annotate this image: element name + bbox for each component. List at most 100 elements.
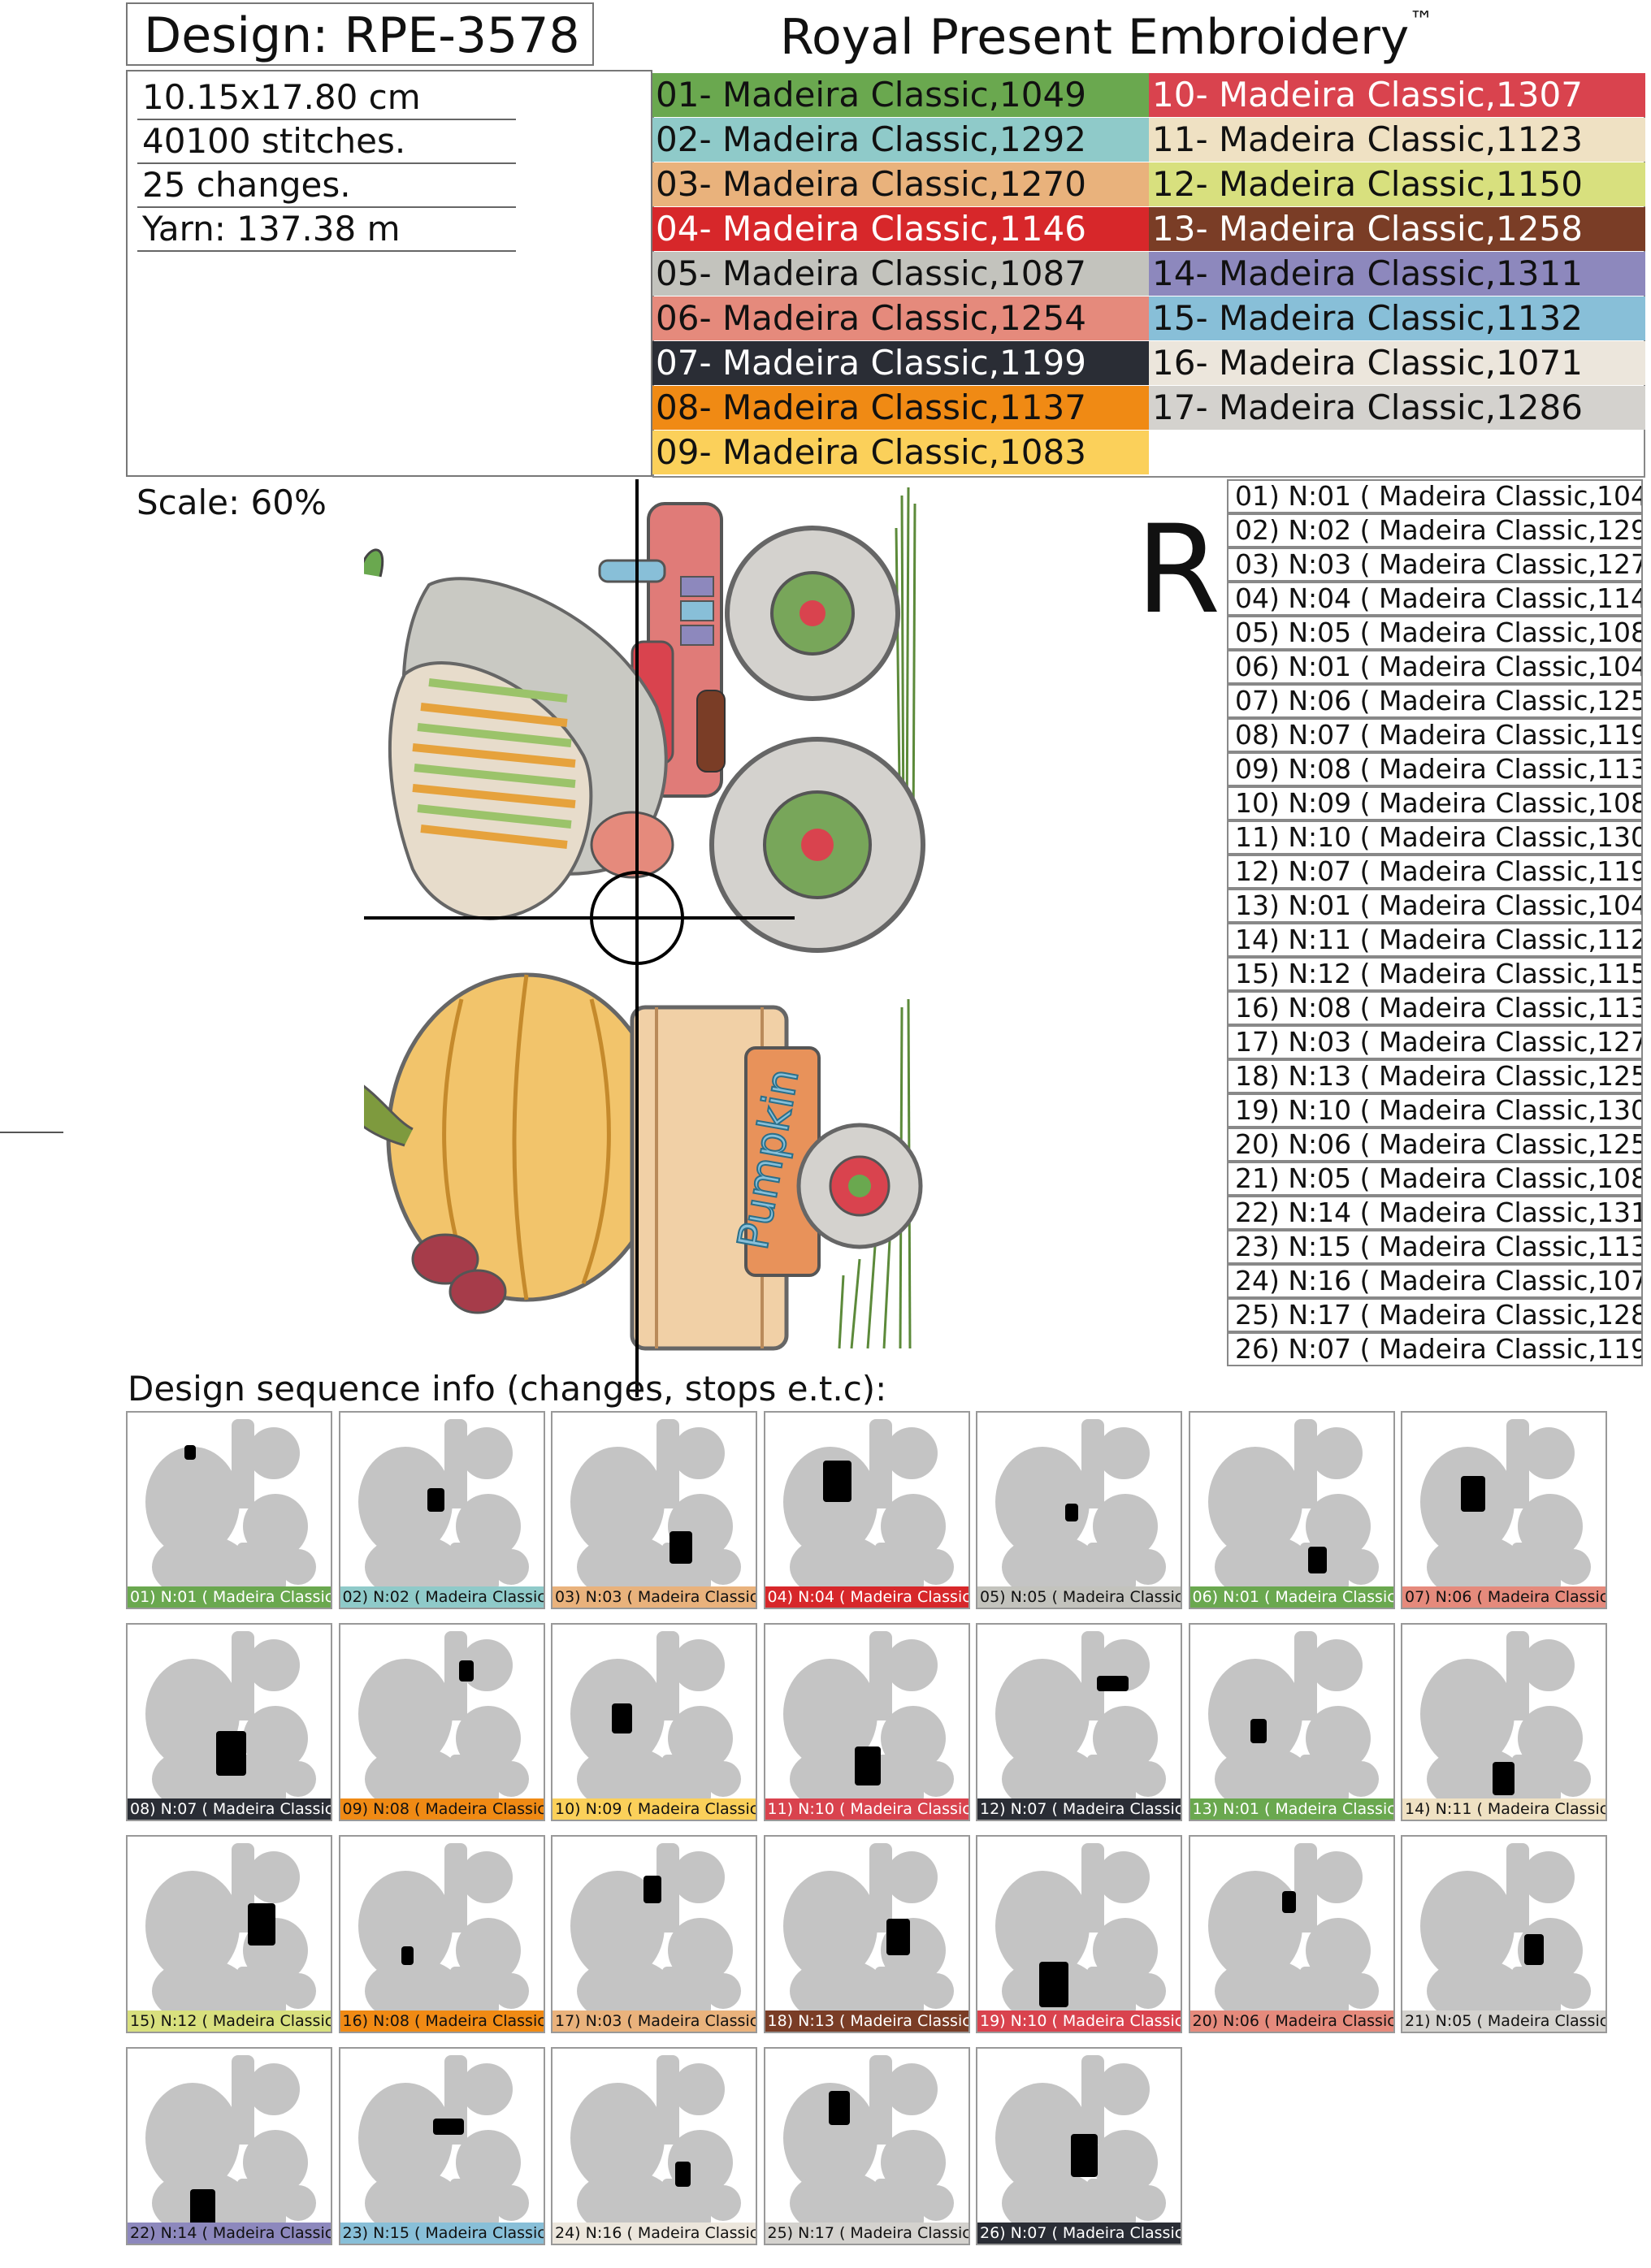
thumbnail-caption: 13) N:01 ( Madeira Classic,1 [1190,1798,1393,1820]
thumbnail-silhouette [1207,1631,1379,1802]
palette-color-13: 13- Madeira Classic,1258 [1149,207,1645,251]
sequence-item: 04) N:04 ( Madeira Classic,1146) [1227,582,1643,616]
sequence-thumbnail: 09) N:08 ( Madeira Classic [338,1623,545,1821]
sequence-thumbnail: 06) N:01 ( Madeira Classic, [1188,1411,1395,1609]
sequence-thumbnail: 22) N:14 ( Madeira Classic, [126,2047,332,2245]
thumbnail-stitch-area [1071,2134,1098,2177]
gnome [330,548,674,920]
sequence-thumbnail: 05) N:05 ( Madeira Classic [976,1411,1182,1609]
thumbnail-caption: 10) N:09 ( Madeira Classic, [552,1798,756,1820]
thumbnail-stitch-area [248,1903,275,1946]
palette-color-16: 16- Madeira Classic,1071 [1149,341,1645,385]
sequence-thumbnail: 26) N:07 ( Madeira Classic, [976,2047,1182,2245]
thumbnail-caption: 22) N:14 ( Madeira Classic, [128,2223,331,2244]
sequence-item: 06) N:01 ( Madeira Classic,1049) [1227,650,1643,684]
registered-letter: R [1136,500,1221,641]
scale-label: Scale: 60% [136,483,327,522]
sequence-item: 03) N:03 ( Madeira Classic,1270) [1227,548,1643,582]
thumbnail-caption: 12) N:07 ( Madeira Classic, [977,1798,1181,1820]
palette-color-12: 12- Madeira Classic,1150 [1149,162,1645,206]
change-count: 25 changes. [137,164,516,208]
palette-color-17: 17- Madeira Classic,1286 [1149,386,1645,430]
thumbnail-caption: 23) N:15 ( Madeira Classic, [340,2223,544,2244]
thumbnail-stitch-area [1065,1504,1078,1521]
thumbnail-stitch-area [1097,1676,1129,1691]
thumbnail-stitch-area [828,2091,850,2125]
sequence-thumbnail: 25) N:17 ( Madeira Classic, [763,2047,970,2245]
palette-color-07: 07- Madeira Classic,1199 [652,341,1149,385]
thumbnail-stitch-area [401,1946,414,1965]
sequence-item: 14) N:11 ( Madeira Classic,1123) [1227,923,1643,957]
sequence-thumbnail: 15) N:12 ( Madeira Classic,1 [126,1835,332,2033]
sequence-item: 15) N:12 ( Madeira Classic,1150) [1227,957,1643,991]
thumbnail-stitch-area [184,1445,196,1460]
design-size: 10.15x17.80 cm [137,76,516,120]
sequence-item: 08) N:07 ( Madeira Classic,1199) [1227,718,1643,752]
thumbnail-caption: 06) N:01 ( Madeira Classic, [1190,1586,1393,1608]
palette-color-04: 04- Madeira Classic,1146 [652,207,1149,251]
thumbnail-stitch-area [1250,1719,1267,1743]
palette-color-08: 08- Madeira Classic,1137 [652,386,1149,430]
thumbnail-caption: 17) N:03 ( Madeira Classic, [552,2010,756,2032]
thumbnail-stitch-area [675,2162,691,2187]
sequence-thumbnail: 14) N:11 ( Madeira Classic,1 [1401,1623,1607,1821]
sequence-item: 13) N:01 ( Madeira Classic,1049) [1227,889,1643,923]
thumbnail-stitch-area [670,1531,692,1564]
thumbnail-caption: 21) N:05 ( Madeira Classic, [1402,2010,1606,2032]
stitch-count: 40100 stitches. [137,120,516,164]
sequence-item: 05) N:05 ( Madeira Classic,1087) [1227,616,1643,650]
thumbnail-caption: 04) N:04 ( Madeira Classic [765,1586,968,1608]
palette-color-15: 15- Madeira Classic,1132 [1149,296,1645,340]
thumbnail-silhouette [570,2055,741,2226]
design-preview-svg: Pumpkin [112,471,925,1397]
thumbnail-stitch-area [1307,1547,1327,1573]
thumbnail-caption: 11) N:10 ( Madeira Classic,1 [765,1798,968,1820]
thumbnail-caption: 20) N:06 ( Madeira Classic [1190,2010,1393,2032]
thumbnail-stitch-area [190,2189,215,2226]
sequence-thumbnail: 08) N:07 ( Madeira Classic [126,1623,332,1821]
thumbnail-stitch-area [1039,1962,1068,2007]
sequence-thumbnail: 12) N:07 ( Madeira Classic, [976,1623,1182,1821]
thumbnail-stitch-area [644,1876,661,1903]
sequence-item: 07) N:06 ( Madeira Classic,1254) [1227,684,1643,718]
sequence-item: 12) N:07 ( Madeira Classic,1199) [1227,855,1643,889]
sequence-thumbnail: 01) N:01 ( Madeira Classic,1 [126,1411,332,1609]
sequence-item: 18) N:13 ( Madeira Classic,1258) [1227,1059,1643,1093]
sequence-thumbnail: 23) N:15 ( Madeira Classic, [338,2047,545,2245]
sequence-item: 22) N:14 ( Madeira Classic,1311) [1227,1196,1643,1230]
sequence-item: 09) N:08 ( Madeira Classic,1137) [1227,752,1643,786]
thumbnail-silhouette [995,1419,1166,1590]
palette-color-01: 01- Madeira Classic,1049 [652,73,1149,117]
palette-color-05: 05- Madeira Classic,1087 [652,252,1149,296]
yarn-length: Yarn: 137.38 m [137,208,516,252]
thumbnail-caption: 18) N:13 ( Madeira Classic,1 [765,2010,968,2032]
thumbnail-stitch-area [216,1731,246,1776]
palette-color-11: 11- Madeira Classic,1123 [1149,118,1645,162]
sequence-item: 01) N:01 ( Madeira Classic,1049) [1227,479,1643,513]
thumbnail-stitch-area [458,1660,474,1682]
thumbnail-silhouette [1207,1843,1379,2014]
thumbnail-silhouette [358,1631,529,1802]
thumbnail-caption: 25) N:17 ( Madeira Classic, [765,2223,968,2244]
thumbnail-silhouette [782,1843,954,2014]
trademark-mark: ™ [1409,6,1434,35]
thumbnail-silhouette [995,2055,1166,2226]
thumbnail-caption: 07) N:06 ( Madeira Classic [1402,1586,1606,1608]
palette-color-06: 06- Madeira Classic,1254 [652,296,1149,340]
sequence-item: 16) N:08 ( Madeira Classic,1137) [1227,991,1643,1025]
thumbnail-silhouette [358,2055,529,2226]
brand-name: Royal Present Embroidery [780,9,1410,66]
sequence-thumbnail: 19) N:10 ( Madeira Classic,1 [976,1835,1182,2033]
gnome-nose [590,811,674,879]
sequence-item: 11) N:10 ( Madeira Classic,1307) [1227,820,1643,855]
sequence-thumbnail: 10) N:09 ( Madeira Classic, [551,1623,757,1821]
sequence-item: 25) N:17 ( Madeira Classic,1286) [1227,1298,1643,1332]
thumbnail-stitch-area [1281,1891,1296,1913]
thumbnail-silhouette [1420,1843,1591,2014]
thumbnail-caption: 16) N:08 ( Madeira Classic, [340,2010,544,2032]
thumbnail-stitch-area [432,2119,464,2135]
design-info-box: 10.15x17.80 cm 40100 stitches. 25 change… [126,70,652,477]
sequence-thumbnail: 20) N:06 ( Madeira Classic [1188,1835,1395,2033]
sequence-item: 02) N:02 ( Madeira Classic,1292) [1227,513,1643,548]
brand-title: Royal Present Embroidery™ [780,5,1433,70]
